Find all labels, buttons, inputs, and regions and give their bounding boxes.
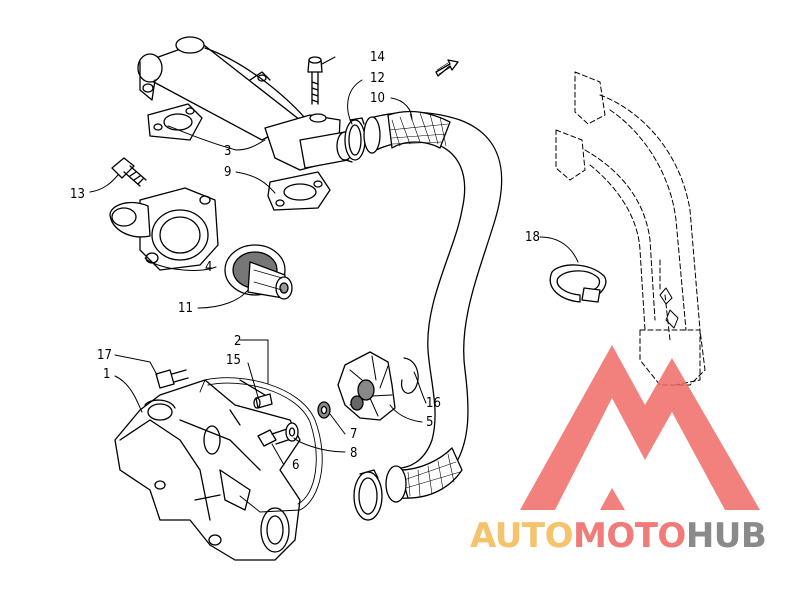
thermostat-11: [224, 244, 293, 300]
callout-2: 2: [234, 334, 241, 349]
bolt-6: [257, 427, 295, 447]
callout-18: 18: [525, 230, 540, 245]
callout-5: 5: [426, 415, 433, 430]
callout-13: 13: [70, 187, 85, 202]
callout-6: 6: [292, 458, 299, 473]
leader-lines: [89, 56, 579, 466]
reference-assembly-clip: [659, 287, 679, 329]
callout-1: 1: [103, 367, 110, 382]
callout-14: 14: [370, 50, 385, 65]
dowel-pin-15: [253, 393, 273, 409]
direction-arrow: [435, 59, 459, 77]
callout-7: 7: [350, 427, 357, 442]
callout-9: 9: [224, 165, 231, 180]
impeller-5: [337, 351, 396, 421]
callout-labels: 1 2 3 4 5 6 7 8 9 10 11 12 13 14 15 16 1…: [70, 50, 540, 473]
pump-gasket-2: [199, 377, 323, 513]
washer-8: [285, 422, 299, 442]
band-clamp-18: [549, 264, 607, 303]
seal-7: [317, 401, 331, 419]
callout-11: 11: [178, 301, 193, 316]
hose-clamp-12: [344, 117, 366, 161]
callout-12: 12: [370, 71, 385, 86]
callout-4: 4: [205, 260, 212, 275]
watermark-text: AUTOMOTOHUB: [470, 516, 795, 556]
snap-ring-16: [401, 357, 419, 394]
hose-clamp-lower: [353, 469, 383, 521]
callout-3: 3: [224, 144, 231, 159]
reference-assembly-dashed: [555, 71, 706, 386]
callout-10: 10: [370, 91, 385, 106]
water-pump-body-1: [114, 379, 301, 561]
watermark-auto: AUTO: [470, 516, 573, 556]
callout-8: 8: [350, 446, 357, 461]
callout-17: 17: [97, 348, 112, 363]
watermark-logo-mark: [520, 345, 760, 510]
bolt-14: [307, 56, 323, 105]
thermostat-housing-4: [109, 187, 219, 271]
callout-15: 15: [226, 353, 241, 368]
bolt-13: [111, 157, 147, 187]
watermark-hub: HUB: [685, 516, 767, 556]
callout-16: 16: [426, 396, 441, 411]
watermark-moto: MOTO: [572, 516, 686, 556]
coolant-hose-10: [363, 110, 503, 503]
bolt-17: [155, 369, 189, 389]
